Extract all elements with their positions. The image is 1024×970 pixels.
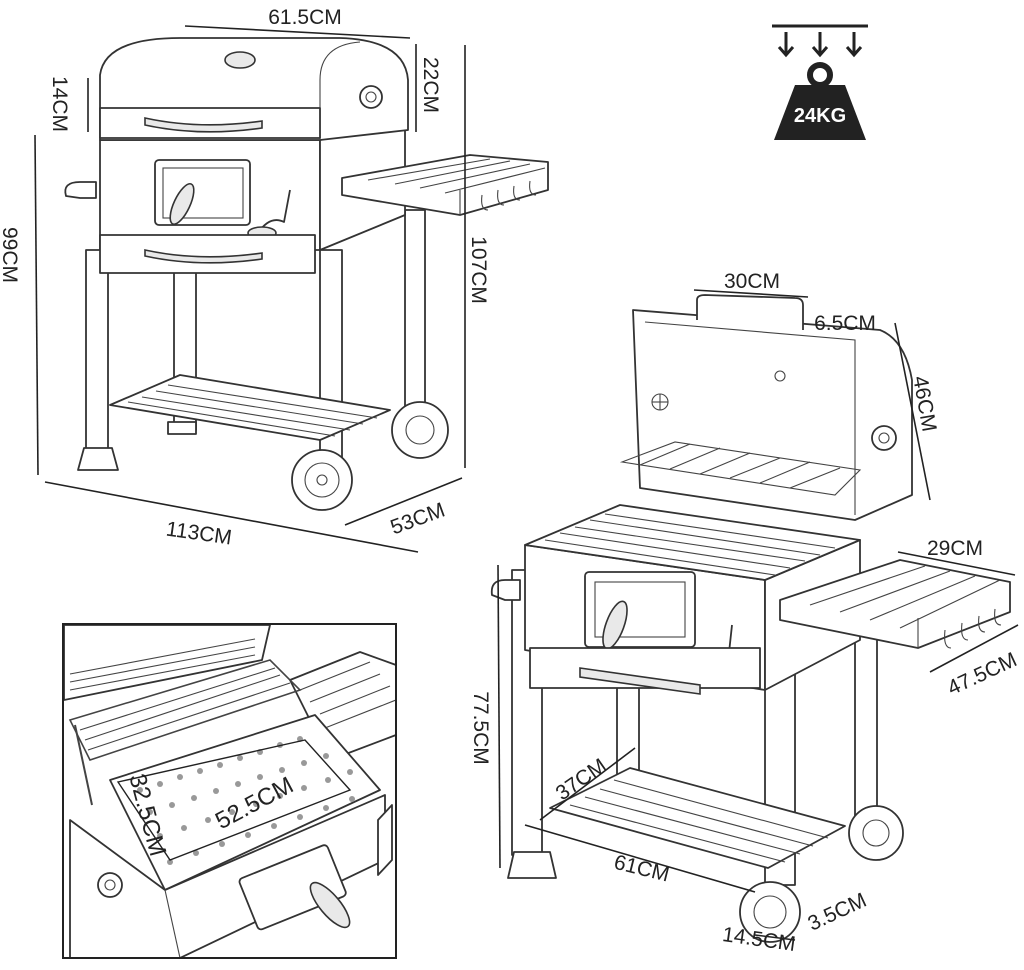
dim-lid-depth: 22CM — [419, 57, 442, 113]
grill-open-drawing — [490, 294, 1011, 943]
dim-bottom-length: 61CM — [612, 851, 672, 887]
weight-label: 24KG — [794, 105, 846, 127]
dim-lid-height: 46CM — [908, 374, 940, 433]
dim-shelf-width: 29CM — [927, 537, 983, 560]
dim-handle-gap: 14CM — [48, 76, 71, 132]
dim-lid-handle: 30CM — [724, 270, 780, 293]
dim-total-length: 113CM — [165, 518, 234, 550]
dimension-lines-open — [497, 289, 1019, 941]
inset-grate-detail — [62, 623, 397, 959]
dim-total-height: 99CM — [0, 227, 21, 283]
dim-shelf-length: 47.5CM — [944, 648, 1020, 700]
dim-lid-edge: 6.5CM — [814, 312, 876, 335]
dimension-lines-closed — [34, 25, 466, 553]
dim-wheel-width: 3.5CM — [804, 889, 870, 936]
grill-closed-drawing — [64, 37, 549, 511]
dim-work-height: 77.5CM — [469, 691, 492, 765]
dim-top-width: 61.5CM — [268, 6, 342, 29]
weight-icon: 24KG — [772, 24, 868, 140]
dim-side-height: 107CM — [467, 236, 490, 304]
